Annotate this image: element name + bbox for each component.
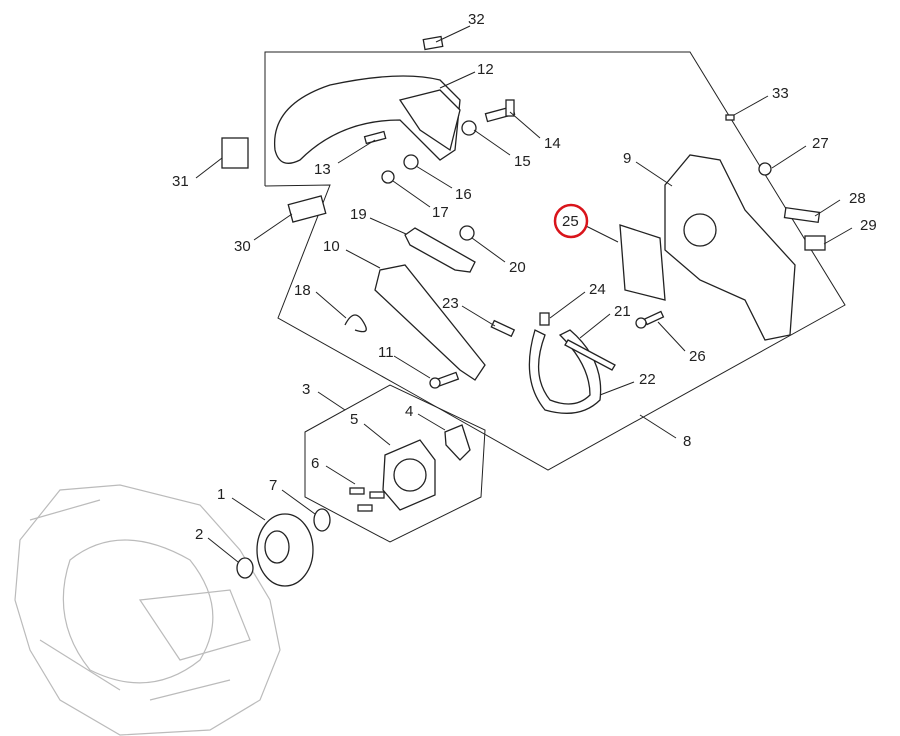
label-2: 2 — [195, 526, 203, 543]
part-26-screw — [635, 310, 665, 329]
label-12: 12 — [477, 61, 494, 78]
crankcase-housing — [14, 484, 281, 736]
part-4-shoe — [444, 424, 471, 461]
label-9: 9 — [623, 150, 631, 167]
label-33: 33 — [772, 85, 789, 102]
part-9-chain-cover — [664, 154, 796, 341]
assembly-3-outline — [304, 384, 486, 543]
highlight-circle-25 — [553, 203, 589, 239]
leader-lines — [195, 25, 853, 563]
part-14-bolt — [484, 99, 516, 123]
label-32: 32 — [468, 11, 485, 28]
label-20: 20 — [509, 259, 526, 276]
part-13-pin — [363, 130, 387, 145]
part-23-pin — [490, 319, 516, 338]
part-labels: 1 2 3 4 5 6 7 8 9 10 11 12 13 14 15 16 1… — [172, 11, 877, 543]
label-1: 1 — [217, 486, 225, 503]
label-16: 16 — [455, 186, 472, 203]
label-8: 8 — [683, 433, 691, 450]
label-23: 23 — [442, 295, 459, 312]
part-24-clip — [539, 312, 550, 326]
label-18: 18 — [294, 282, 311, 299]
label-5: 5 — [350, 411, 358, 428]
label-28: 28 — [849, 190, 866, 207]
label-22: 22 — [639, 371, 656, 388]
part-6-springs — [349, 487, 385, 512]
label-21: 21 — [614, 303, 631, 320]
part-5-hub — [393, 458, 427, 492]
part-1-sprocket-hub — [264, 530, 290, 564]
part-19-lever — [404, 227, 476, 273]
label-30: 30 — [234, 238, 251, 255]
label-25: 25 — [562, 213, 579, 230]
part-7-washer — [313, 508, 331, 532]
part-21-spring — [564, 339, 616, 371]
label-26: 26 — [689, 348, 706, 365]
label-3: 3 — [302, 381, 310, 398]
assembly-8-outline — [264, 51, 846, 471]
part-31-decal — [221, 137, 249, 169]
part-15-nut — [461, 120, 477, 136]
part-27-nut — [758, 162, 772, 176]
label-7: 7 — [269, 477, 277, 494]
label-11: 11 — [378, 344, 394, 361]
part-18-spring — [344, 314, 367, 333]
label-14: 14 — [544, 135, 561, 152]
part-10-brake-lever — [374, 264, 486, 381]
part-9-hole — [683, 213, 717, 247]
label-6: 6 — [311, 455, 319, 472]
label-13: 13 — [314, 161, 331, 178]
part-20-sleeve — [459, 225, 475, 241]
part-29-decal — [804, 235, 826, 251]
part-17-sleeve — [381, 170, 395, 184]
part-11-screw — [429, 371, 460, 389]
label-31: 31 — [172, 173, 189, 190]
part-25-plate — [619, 224, 666, 301]
label-19: 19 — [350, 206, 367, 223]
part-22-brake-band — [528, 329, 602, 414]
label-27: 27 — [812, 135, 829, 152]
label-15: 15 — [514, 153, 531, 170]
part-12-plate — [273, 75, 461, 164]
part-32-decal — [422, 35, 444, 51]
label-24: 24 — [589, 281, 606, 298]
label-10: 10 — [323, 238, 340, 255]
part-16-nut — [403, 154, 419, 170]
label-4: 4 — [405, 403, 413, 420]
label-17: 17 — [432, 204, 449, 221]
part-33-clip — [725, 114, 735, 121]
part-2-bearing — [236, 557, 254, 579]
part-28-decal — [783, 206, 821, 224]
label-29: 29 — [860, 217, 877, 234]
part-30-decal — [287, 195, 327, 223]
